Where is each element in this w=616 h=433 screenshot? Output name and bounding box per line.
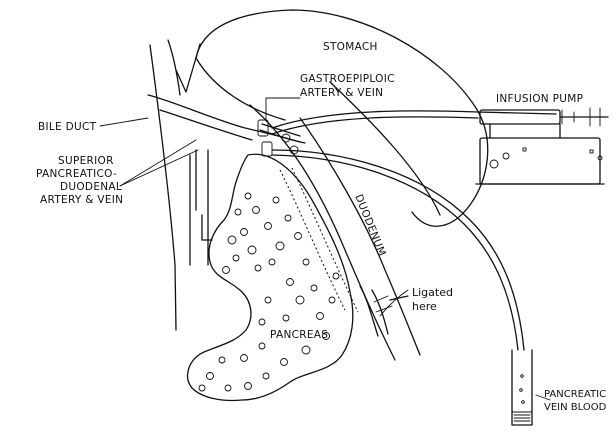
collection-tube: [512, 350, 532, 425]
label-ligated-line2: here: [412, 300, 437, 313]
catheter-lines: [258, 111, 556, 350]
infusion-pump: [476, 108, 608, 184]
label-gastroepiploic-line2: ARTERY & VEIN: [300, 87, 383, 99]
leader-lines: [100, 98, 550, 400]
label-stomach: STOMACH: [323, 41, 378, 53]
duodenum-outline: [250, 105, 420, 360]
label-pancreatic-vein-line1: PANCREATIC: [544, 389, 606, 400]
label-superior-pd-line1: SUPERIOR: [58, 155, 114, 167]
label-superior-pd-line3: DUODENAL: [60, 181, 122, 193]
label-ligated-line1: Ligated: [412, 286, 453, 299]
label-duodenum: DUODENUM: [352, 193, 388, 258]
label-pancreas: PANCREAS: [270, 329, 328, 341]
label-pancreatic-vein-line2: VEIN BLOOD: [544, 402, 607, 413]
label-infusion-pump: INFUSION PUMP: [496, 93, 583, 105]
label-superior-pd-line2: PANCREATICO-: [36, 168, 117, 180]
label-bile-duct: BILE DUCT: [38, 121, 97, 133]
portal-vessels: [148, 40, 300, 330]
label-gastroepiploic-line1: GASTROEPIPLOIC: [300, 73, 395, 85]
label-superior-pd-line4: ARTERY & VEIN: [40, 194, 123, 206]
pancreas-body: [188, 154, 353, 400]
